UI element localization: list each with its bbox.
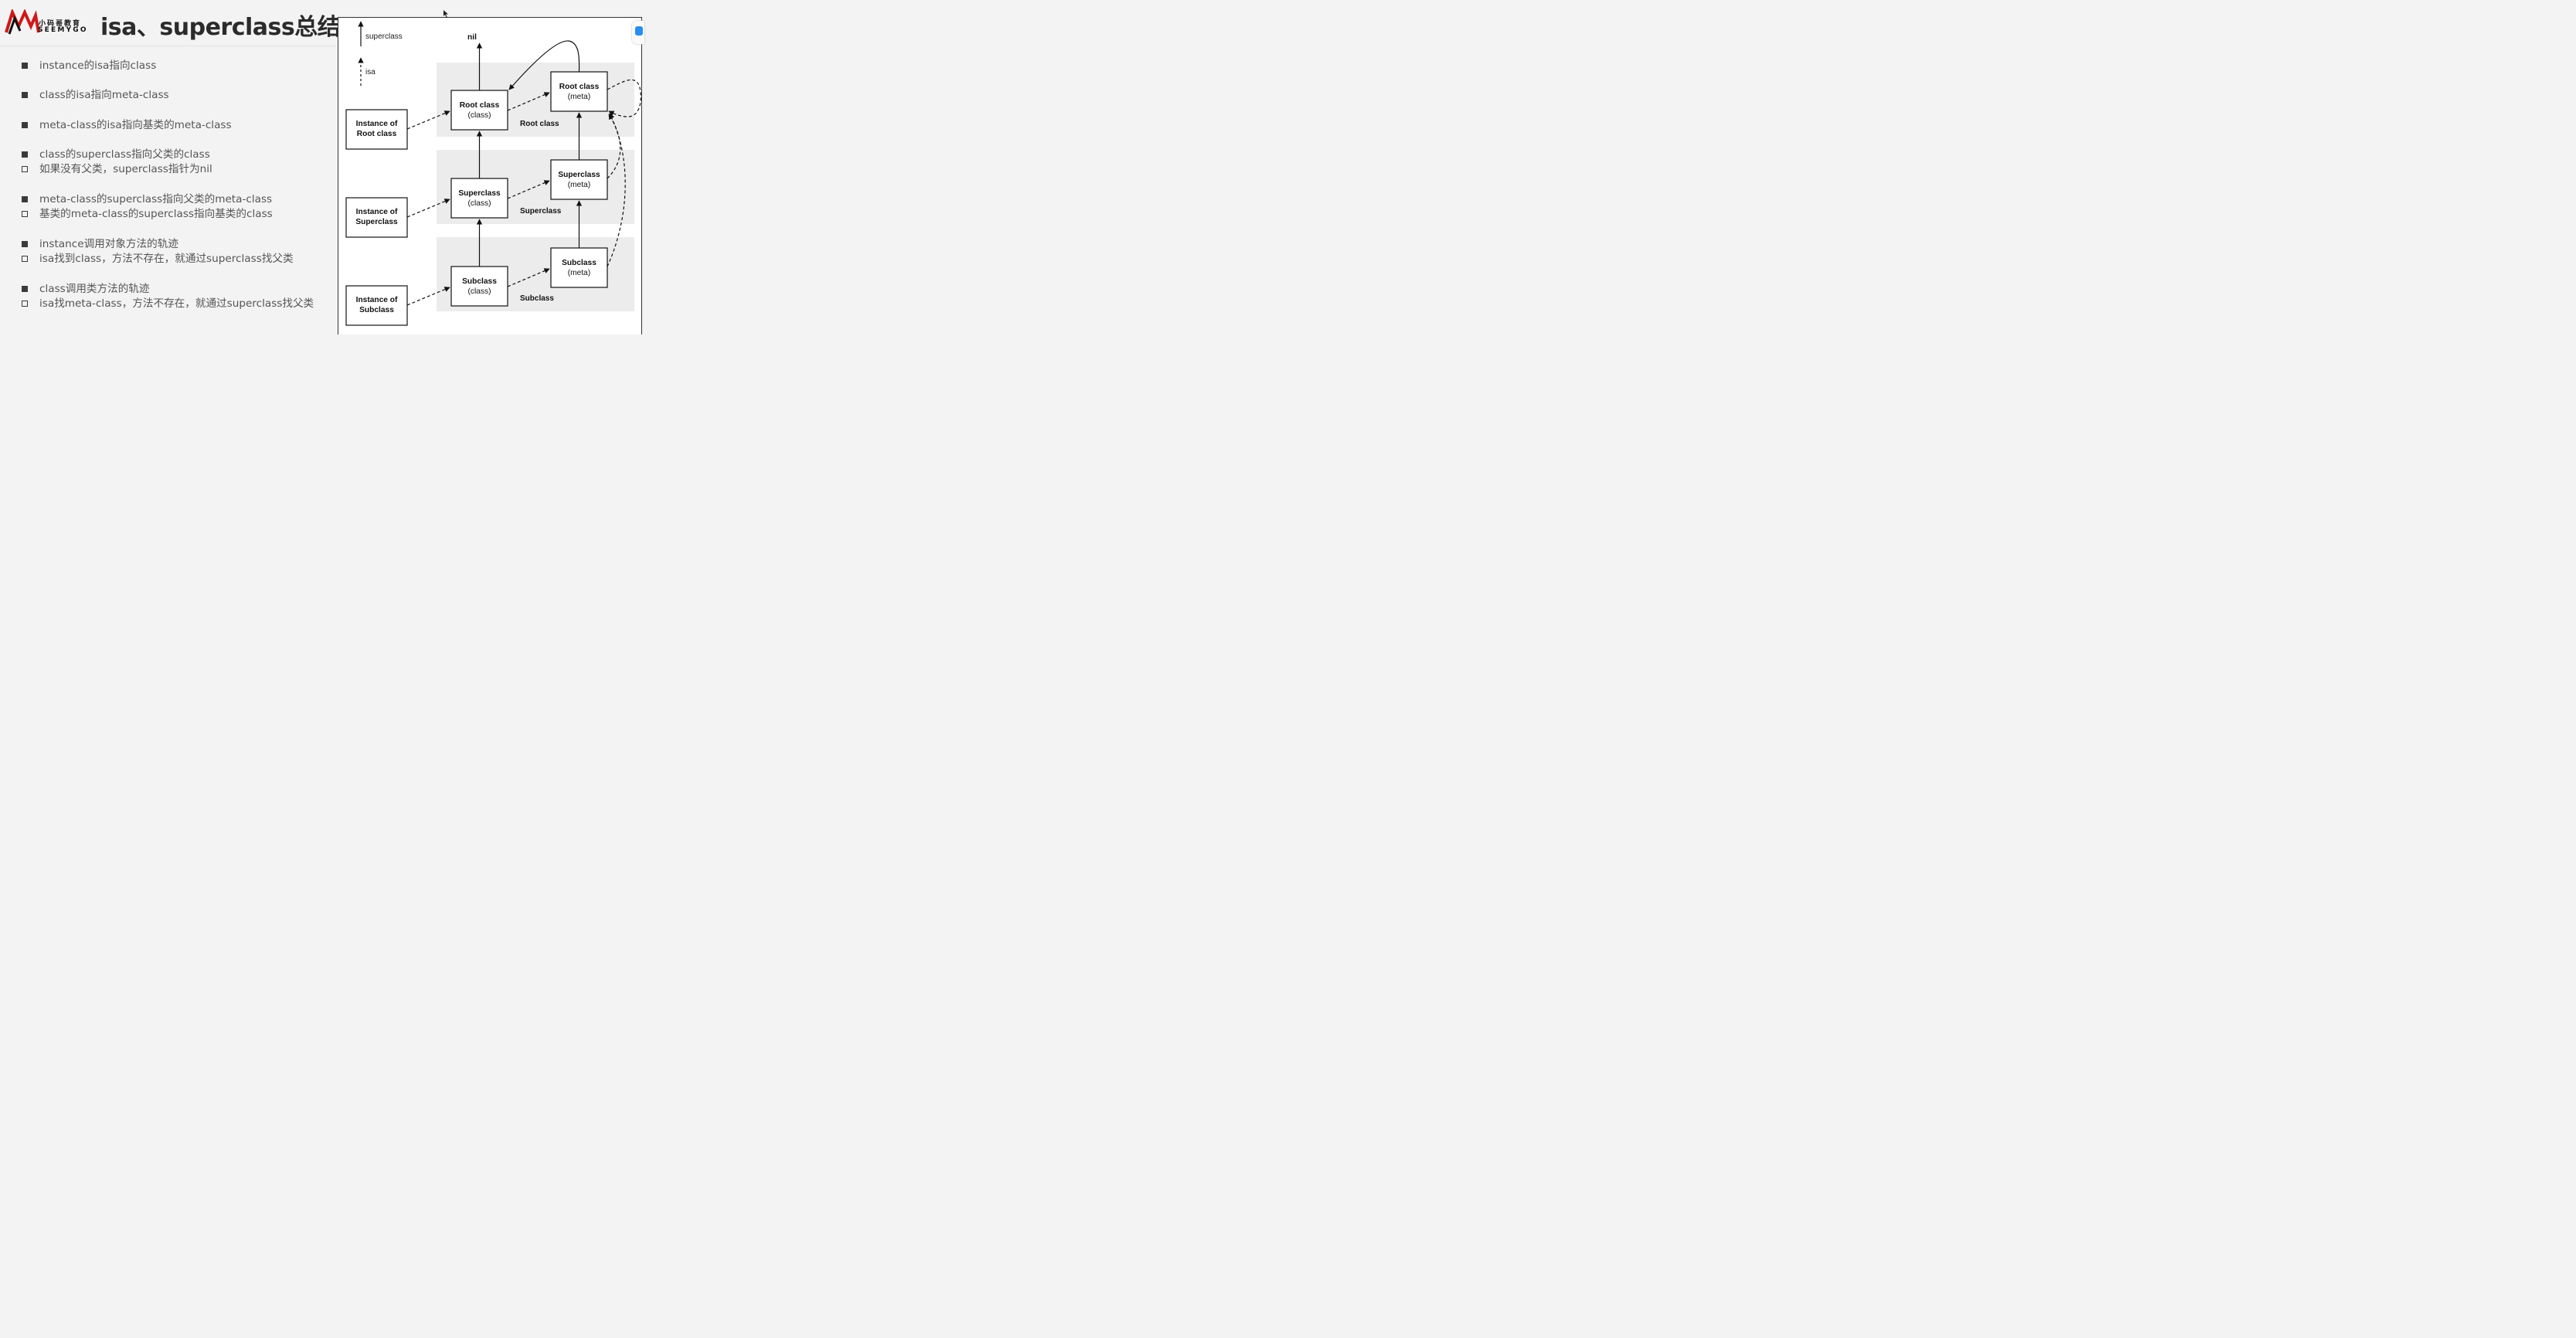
bullet-text: class的superclass指向父类的class	[39, 148, 210, 161]
instance-super-line1: Instance of	[356, 208, 398, 216]
square-bullet-icon	[22, 63, 28, 69]
logo	[5, 8, 90, 37]
meta-root-box	[550, 71, 608, 112]
page-title: isa、superclass总结	[100, 14, 341, 41]
arrow-root-meta-to-root-class	[508, 40, 580, 90]
square-bullet-icon	[22, 122, 28, 128]
bullet-text: class调用类方法的轨迹	[39, 283, 150, 295]
legend-isa-label: isa	[365, 68, 376, 76]
class-sub-line2: (class)	[468, 287, 491, 296]
class-root-line2: (class)	[468, 111, 491, 120]
class-sub-line1: Subclass	[462, 277, 497, 286]
instance-root-box	[345, 109, 408, 150]
class-sub-box	[450, 266, 508, 307]
logo-text-cn: 小码哥教育	[39, 20, 82, 28]
instance-sub-box	[345, 285, 408, 326]
bullet-text: class的isa指向meta-class	[39, 89, 169, 101]
bullet-text: isa找到class，方法不存在，就通过superclass找父类	[39, 253, 294, 265]
diagram-canvas: superclass isa nil Instance of Root clas…	[345, 21, 642, 326]
square-bullet-icon	[22, 286, 28, 292]
hollow-square-bullet-icon	[22, 301, 28, 307]
meta-sub-line2: (meta)	[568, 269, 590, 277]
hollow-square-bullet-icon	[22, 211, 28, 217]
isa-class-super	[507, 180, 550, 199]
isa-instance-super	[406, 199, 450, 218]
hollow-square-bullet-icon	[22, 256, 28, 262]
bullet-text: isa找meta-class，方法不存在，就通过superclass找父类	[39, 297, 314, 310]
isa-sub-meta-to-root-meta	[607, 113, 626, 267]
mouse-cursor-icon	[443, 10, 448, 18]
logo-mark-icon	[5, 8, 40, 35]
isa-instance-sub	[406, 287, 450, 306]
app-icon	[635, 26, 643, 36]
instance-super-line2: Superclass	[355, 218, 398, 226]
class-root-box	[450, 90, 508, 131]
bullet-text: 基类的meta-class的superclass指向基类的class	[39, 208, 273, 220]
side-app-widget[interactable]	[632, 21, 644, 44]
meta-root-line2: (meta)	[568, 93, 590, 101]
meta-sub-box	[550, 247, 608, 288]
class-super-line2: (class)	[468, 199, 491, 208]
band-sub-label: Subclass	[520, 294, 554, 303]
instance-root-line2: Root class	[357, 130, 397, 138]
isa-superclass-diagram: superclass isa nil Instance of Root clas…	[338, 17, 642, 334]
instance-super-box	[345, 197, 408, 238]
meta-super-line2: (meta)	[568, 181, 590, 189]
square-bullet-icon	[22, 151, 28, 158]
square-bullet-icon	[22, 92, 28, 98]
class-super-box	[450, 178, 508, 219]
legend-superclass-label: superclass	[365, 32, 403, 41]
bullet-text: 如果没有父类，superclass指针为nil	[39, 163, 212, 175]
isa-root-meta-self	[607, 79, 642, 117]
isa-instance-root	[406, 110, 450, 130]
band-super-label: Superclass	[520, 207, 562, 216]
bullet-text: instance的isa指向class	[39, 59, 157, 72]
bullet-text: meta-class的isa指向基类的meta-class	[39, 119, 232, 131]
instance-root-line1: Instance of	[356, 120, 398, 128]
logo-text-en: SEEMYGO	[38, 26, 88, 34]
instance-sub-line1: Instance of	[356, 296, 398, 304]
bullet-text: meta-class的superclass指向父类的meta-class	[39, 193, 273, 205]
class-root-line1: Root class	[460, 101, 500, 110]
square-bullet-icon	[22, 196, 28, 202]
band-root-label: Root class	[520, 120, 559, 128]
isa-class-sub	[507, 268, 550, 287]
bullet-text: instance调用对象方法的轨迹	[39, 238, 178, 250]
nil-label: nil	[467, 33, 477, 42]
meta-super-box	[550, 159, 608, 200]
instance-sub-line2: Subclass	[359, 306, 394, 314]
square-bullet-icon	[22, 241, 28, 247]
meta-root-line1: Root class	[559, 83, 600, 91]
class-super-line1: Superclass	[458, 189, 501, 198]
meta-super-line1: Superclass	[558, 171, 600, 179]
hollow-square-bullet-icon	[22, 166, 28, 172]
isa-class-root	[507, 92, 550, 111]
meta-sub-line1: Subclass	[562, 259, 596, 267]
